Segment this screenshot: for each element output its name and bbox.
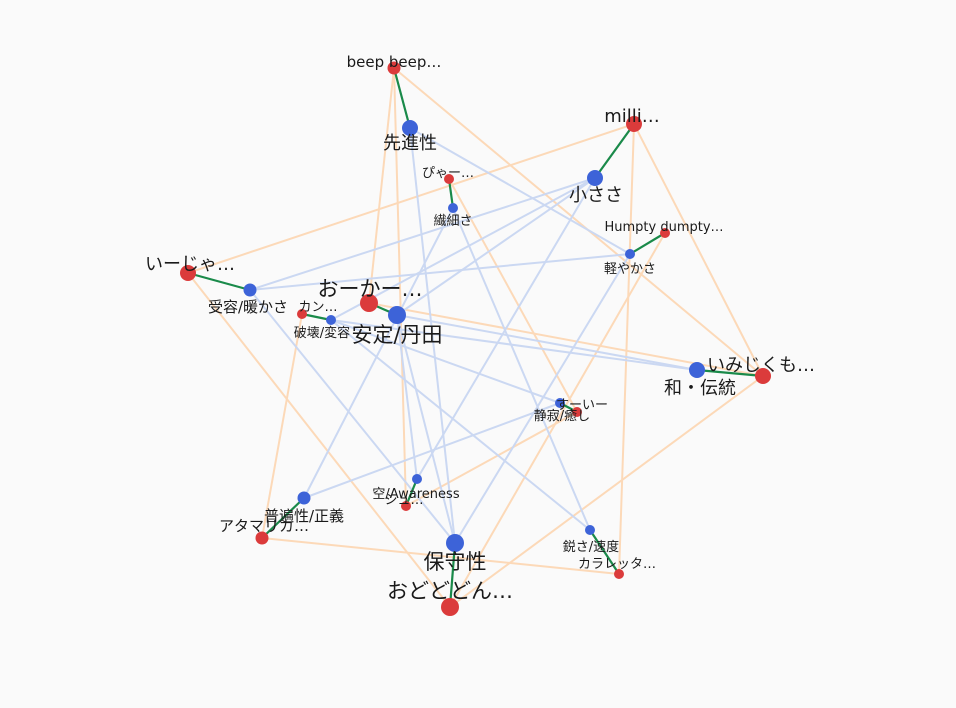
pair-cross-edge (618, 123, 635, 575)
concept-cross-edge (454, 253, 631, 544)
node-label: 和・伝統 (664, 378, 736, 399)
concept-node[interactable] (388, 306, 406, 324)
pair-cross-edges (187, 67, 764, 608)
pair-node[interactable] (401, 501, 411, 511)
pair-cross-edge (261, 313, 303, 539)
node-labels: beep beep… 先進性 milli… 小ささ ぴゃー… 繊細さ Humpty dump… (145, 53, 815, 603)
node-label: アタマリカ… (219, 517, 309, 535)
concept-cross-edge (330, 319, 591, 531)
node-label: Humpty dumpty… (604, 220, 723, 235)
pair-edge (186, 271, 252, 292)
node-label: 小ささ (569, 185, 623, 206)
pair-edge (588, 528, 621, 576)
pair-node[interactable] (660, 228, 670, 238)
pair-edge (695, 368, 765, 378)
node-label: すーいー (556, 398, 608, 413)
pair-cross-edge (187, 123, 635, 274)
pair-node[interactable] (297, 309, 307, 319)
node-label: シュ… (384, 493, 423, 508)
pair-node[interactable] (572, 407, 582, 417)
concept-cross-edge (396, 314, 698, 371)
node-label: おーかー… (318, 277, 423, 301)
concept-cross-edge (409, 127, 456, 544)
concept-cross-edge (249, 289, 456, 544)
pair-node[interactable] (614, 569, 624, 579)
concept-node[interactable] (689, 362, 705, 378)
concept-cross-edge (249, 177, 596, 291)
node-label: 先進性 (383, 133, 437, 154)
node-label: ぴゃー… (422, 166, 474, 181)
pair-node[interactable] (626, 116, 642, 132)
concept-cross-edge (330, 319, 561, 404)
pair-edge (628, 231, 667, 256)
pair-node[interactable] (755, 368, 771, 384)
pair-node[interactable] (360, 294, 378, 312)
node-label: beep beep… (347, 53, 442, 71)
node-label: 軽やかさ (604, 262, 656, 277)
concept-node[interactable] (587, 170, 603, 186)
node-label: いーじゃ… (145, 254, 235, 275)
concept-node[interactable] (585, 525, 595, 535)
pair-cross-edge (449, 375, 764, 608)
pair-cross-edge (393, 67, 764, 377)
concept-node[interactable] (412, 474, 422, 484)
node-label: カラレッタ… (578, 557, 656, 572)
pair-node[interactable] (441, 598, 459, 616)
concept-cross-edge (396, 177, 596, 316)
pair-cross-edge (261, 537, 620, 575)
concept-cross-edge (396, 314, 456, 544)
concept-cross-edge (416, 177, 596, 480)
node-label: おどどどん… (387, 579, 513, 603)
graph-nodes (180, 61, 771, 616)
node-label: 繊細さ (433, 213, 472, 229)
concept-cross-edge (452, 207, 591, 531)
node-label: 静寂/癒し (534, 408, 590, 424)
node-label: milli… (604, 106, 660, 127)
pair-node[interactable] (180, 265, 196, 281)
node-label: 普遍性/正義 (264, 507, 344, 525)
pair-edge (593, 122, 636, 180)
concept-node[interactable] (297, 491, 311, 505)
node-label: 破壊/変容 (294, 325, 350, 341)
node-label: カン… (298, 300, 337, 315)
concept-cross-edges (249, 127, 698, 544)
node-label: いみじくも… (707, 355, 815, 376)
concept-node[interactable] (448, 203, 458, 213)
pair-cross-edge (368, 67, 395, 304)
concept-node[interactable] (402, 120, 418, 136)
concept-cross-edge (409, 127, 631, 255)
node-label: 安定/丹田 (351, 323, 442, 347)
pair-cross-edge (187, 272, 451, 608)
concept-cross-edge (303, 207, 454, 499)
pair-edge (448, 541, 457, 609)
pair-cross-edge (633, 123, 764, 377)
concept-node[interactable] (446, 534, 464, 552)
node-label: 空/Awareness (372, 487, 459, 502)
node-label: 保守性 (424, 550, 487, 574)
concept-cross-edge (396, 314, 418, 480)
concept-node[interactable] (625, 249, 635, 259)
concept-cross-edge (249, 253, 631, 291)
pair-node[interactable] (255, 531, 269, 545)
pair-edge (260, 496, 306, 540)
pair-node[interactable] (387, 61, 401, 75)
pair-edge (392, 66, 412, 130)
node-label: 受容/暖かさ (208, 298, 288, 316)
concept-node[interactable] (243, 283, 257, 297)
node-label: 鋭さ/速度 (563, 539, 619, 555)
concept-cross-edge (330, 319, 698, 371)
pair-cross-edge (405, 411, 578, 507)
concept-node[interactable] (326, 315, 336, 325)
pair-cross-edge (393, 67, 407, 507)
concept-node[interactable] (555, 398, 565, 408)
pair-node[interactable] (444, 174, 454, 184)
